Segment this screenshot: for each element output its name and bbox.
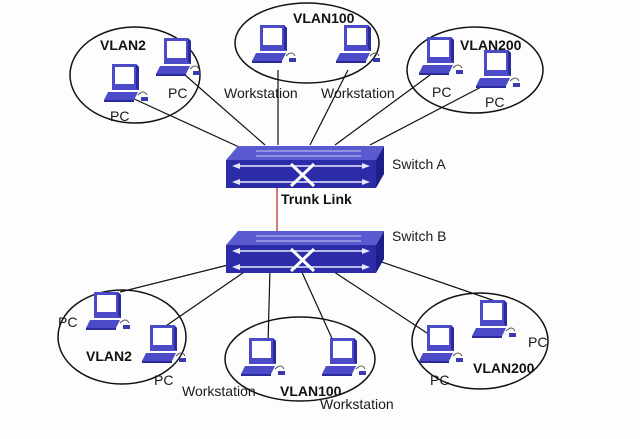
- device-label: PC: [432, 84, 451, 100]
- vlan-label: VLAN200: [460, 37, 522, 53]
- device-label: Workstation: [182, 383, 256, 399]
- device-label: PC: [528, 334, 547, 350]
- switch-a-icon: [224, 144, 386, 190]
- device-label: Workstation: [224, 85, 298, 101]
- device-label: PC: [58, 314, 77, 330]
- pc-icon: [475, 49, 521, 89]
- trunk-link-label: Trunk Link: [281, 191, 352, 207]
- vlan-label: VLAN2: [100, 37, 146, 53]
- pc-icon: [103, 63, 149, 103]
- pc-icon: [471, 299, 517, 339]
- workstation-icon: [251, 24, 297, 64]
- device-label: PC: [485, 94, 504, 110]
- vlan-ellipse-top-vlan200: [406, 26, 544, 114]
- vlan-label: VLAN100: [293, 10, 355, 26]
- pc-icon: [155, 37, 201, 77]
- bottom-links: [119, 257, 499, 346]
- switch-b-label: Switch B: [392, 228, 446, 244]
- vlan-label: VLAN100: [280, 383, 342, 399]
- workstation-icon: [335, 24, 381, 64]
- device-label: PC: [430, 372, 449, 388]
- device-label: PC: [154, 372, 173, 388]
- device-label: Workstation: [320, 396, 394, 412]
- pc-icon: [418, 36, 464, 76]
- switch-a-label: Switch A: [392, 156, 446, 172]
- vlan-ellipse-bottom-vlan2: [57, 289, 187, 385]
- vlan-label: VLAN2: [86, 348, 132, 364]
- vlan-ellipse-top-vlan100: [234, 2, 380, 84]
- device-label: PC: [110, 108, 129, 124]
- vlan-ellipse-bottom-vlan100: [224, 316, 376, 402]
- device-label: PC: [168, 85, 187, 101]
- device-label: Workstation: [321, 85, 395, 101]
- workstation-icon: [321, 337, 367, 377]
- workstation-icon: [240, 337, 286, 377]
- vlan-ellipse-bottom-vlan200: [411, 292, 549, 390]
- pc-icon: [418, 324, 464, 364]
- switch-b-icon: [224, 229, 386, 275]
- pc-icon: [85, 291, 131, 331]
- vlan-label: VLAN200: [473, 360, 535, 376]
